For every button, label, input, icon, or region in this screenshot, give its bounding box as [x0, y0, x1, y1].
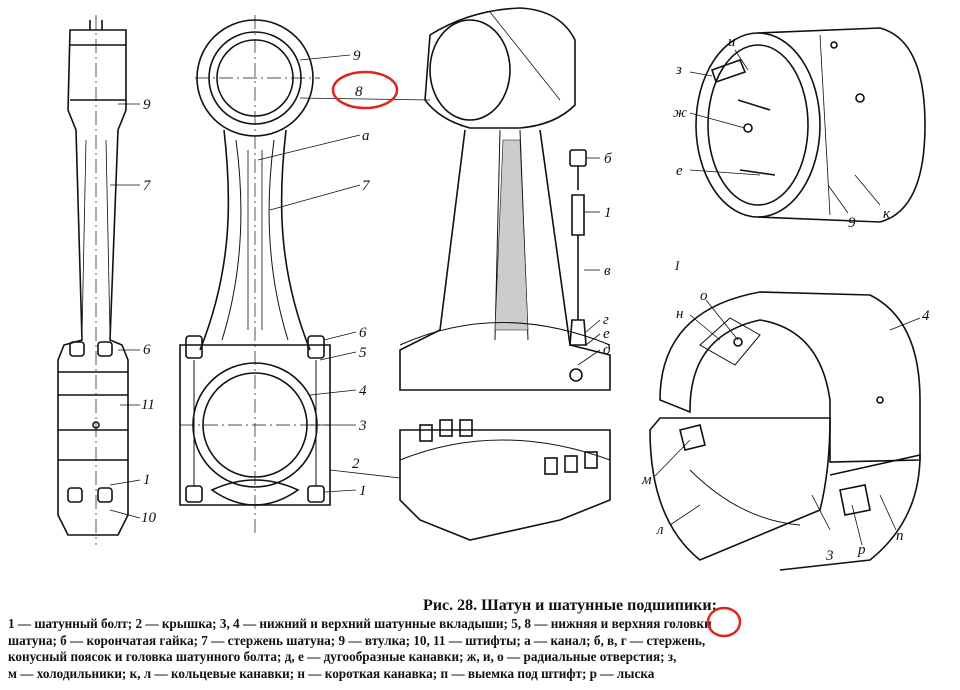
label-a-1: 1 — [143, 472, 151, 488]
caption-line-2: шатуна; б — корончатая гайка; 7 — стерже… — [8, 632, 706, 648]
caption-line-3: конусный поясок и головка шатунного болт… — [8, 649, 677, 664]
red-annotation-circle — [331, 70, 399, 110]
label-e-r: р — [857, 542, 866, 558]
label-b-9: 9 — [353, 48, 361, 64]
bolt-detail — [569, 149, 587, 346]
label-b-6: 6 — [359, 325, 367, 341]
label-d-9: 9 — [848, 215, 856, 231]
bearing-shells-view — [649, 291, 921, 571]
label-b-3: 3 — [358, 418, 367, 434]
label-c-v: в — [604, 263, 611, 279]
figure-caption: Рис. 28. Шатун и шатунные подшипики: 1 —… — [0, 596, 960, 682]
rod-front-view — [179, 15, 331, 535]
label-d-zh: ж — [673, 105, 687, 121]
label-c-e: е — [603, 326, 610, 342]
label-b-8: 8 — [355, 84, 363, 100]
label-a-10: 10 — [141, 510, 157, 526]
label-c-b: б — [604, 151, 612, 167]
label-c-1: 1 — [604, 205, 612, 221]
label-d-i: и — [728, 34, 736, 50]
label-d-e: е — [676, 163, 683, 179]
label-d-z: з — [675, 62, 682, 78]
red-caption-annotation — [706, 606, 742, 638]
caption-title: Рис. 28. Шатун и шатунные подшипики: — [423, 597, 717, 614]
label-a-6: 6 — [143, 342, 151, 358]
caption-line-1: 1 — шатунный болт; 2 — крышка; 3, 4 — ни… — [8, 616, 712, 631]
bushing-view — [695, 27, 926, 223]
separator-mark: I — [674, 258, 680, 273]
label-e-4: 4 — [922, 308, 930, 324]
caption-line-4: м — холодильники; к, л — кольцевые канав… — [8, 665, 655, 681]
label-d-k: к — [883, 206, 891, 222]
label-e-l: л — [656, 522, 664, 538]
label-b-4: 4 — [359, 383, 367, 399]
label-e-n: н — [676, 306, 683, 322]
label-e-3: 3 — [825, 548, 834, 564]
label-b-5: 5 — [359, 345, 367, 361]
label-a-11: 11 — [141, 397, 155, 413]
label-c-d: д — [603, 342, 611, 358]
label-b-2: 2 — [352, 456, 360, 472]
label-e-p: п — [896, 528, 904, 544]
label-b-7: 7 — [362, 178, 371, 194]
label-e-m: м — [641, 472, 652, 488]
label-b-a: а — [362, 128, 370, 144]
label-c-g: г — [603, 312, 609, 328]
rod-cutaway-view — [399, 7, 611, 541]
label-a-7: 7 — [143, 178, 152, 194]
label-e-o: о — [700, 288, 708, 304]
connecting-rod-illustration: 9 7 6 11 1 10 9 8 а 7 6 5 4 3 2 1 б 1 в … — [57, 7, 930, 571]
label-a-9: 9 — [143, 97, 151, 113]
rod-side-view — [57, 15, 129, 545]
label-b-1: 1 — [359, 483, 367, 499]
